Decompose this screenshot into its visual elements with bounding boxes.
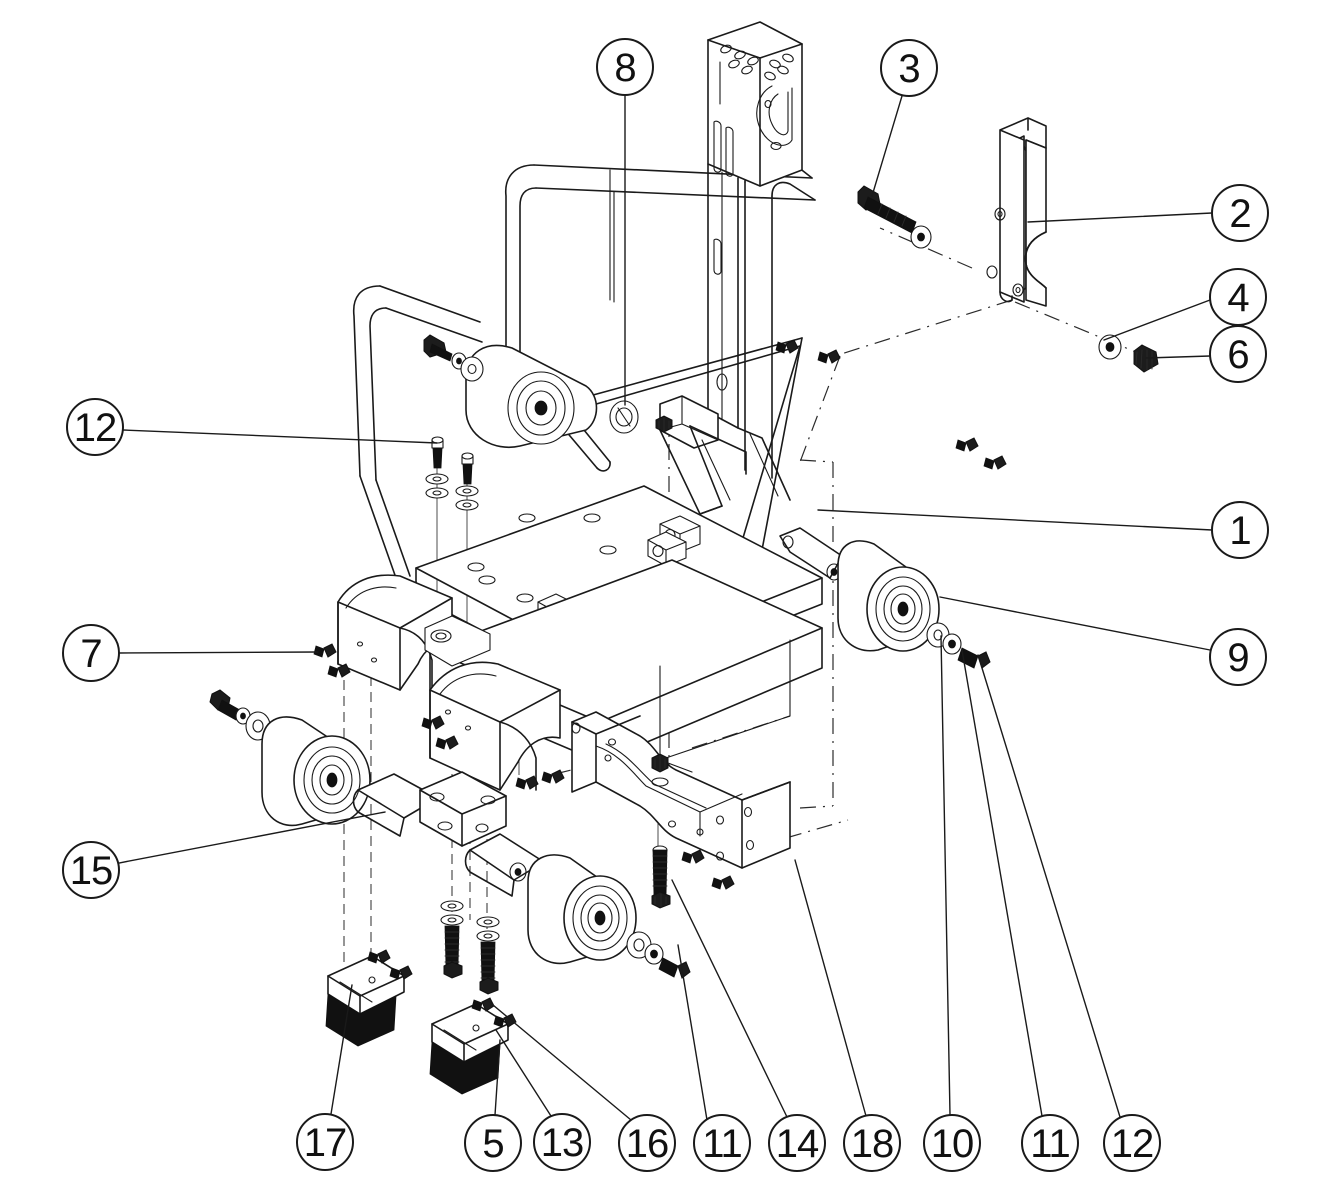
callout-circle-icon <box>596 38 654 96</box>
callout-circle-icon <box>843 1114 901 1172</box>
callout-balloon-17[interactable]: 17 <box>296 1113 354 1171</box>
callout-number: 9 <box>1227 636 1248 680</box>
callout-balloon-16[interactable]: 16 <box>618 1114 676 1172</box>
callout-leader-14 <box>671 879 788 1118</box>
callout-balloon-14[interactable]: 14 <box>768 1114 826 1172</box>
bolt-part3 <box>857 185 932 249</box>
top-sector-plate <box>659 21 803 515</box>
callout-circle-icon <box>1211 501 1269 559</box>
stud-fastener-column <box>440 900 500 995</box>
callout-balloon-3[interactable]: 3 <box>880 39 938 97</box>
callout-leader-13 <box>495 1029 552 1117</box>
callout-leader-2 <box>1027 212 1213 223</box>
callout-circle-icon <box>618 1114 676 1172</box>
support-bracket-part18 <box>571 711 791 869</box>
callout-leader-12 <box>122 429 438 444</box>
callout-balloon-9[interactable]: 9 <box>1209 628 1267 686</box>
callout-number: 8 <box>614 46 635 90</box>
callout-balloon-1[interactable]: 1 <box>1211 501 1269 559</box>
callout-balloon-4[interactable]: 4 <box>1209 268 1267 326</box>
callout-circle-icon <box>1209 325 1267 383</box>
callout-circle-icon <box>923 1114 981 1172</box>
callout-leader-9 <box>939 596 1211 651</box>
callout-balloon-12[interactable]: 12 <box>1103 1114 1161 1172</box>
callout-balloon-11[interactable]: 11 <box>1021 1114 1079 1172</box>
callout-leader-10 <box>940 635 951 1116</box>
callout-number: 11 <box>1030 1122 1070 1166</box>
callout-balloon-2[interactable]: 2 <box>1211 184 1269 242</box>
callout-leader-16 <box>486 999 632 1121</box>
callout-balloon-6[interactable]: 6 <box>1209 325 1267 383</box>
callout-circle-icon <box>693 1114 751 1172</box>
callout-group[interactable]: 8 3 2 4 6 12 1 9 7 15 17 5 13 16 11 14 18 10 11 12 <box>62 38 1269 1172</box>
callout-balloon-18[interactable]: 18 <box>843 1114 901 1172</box>
carriage-bolt-part14 <box>651 845 671 909</box>
callout-circle-icon <box>533 1113 591 1171</box>
squeegee-blade-right-part5 <box>429 997 517 1095</box>
callout-number: 2 <box>1229 192 1250 236</box>
leader-line-group <box>118 94 1213 1121</box>
callout-leader-11 <box>961 649 1043 1117</box>
callout-number: 17 <box>304 1121 347 1165</box>
callout-balloon-11[interactable]: 11 <box>693 1114 751 1172</box>
callout-number: 3 <box>898 47 919 91</box>
callout-leader-18 <box>794 859 867 1117</box>
callout-balloon-8[interactable]: 8 <box>596 38 654 96</box>
callout-balloon-13[interactable]: 13 <box>533 1113 591 1171</box>
callout-number: 4 <box>1227 276 1249 320</box>
callout-balloon-5[interactable]: 5 <box>464 1114 522 1172</box>
callout-circle-icon <box>1209 628 1267 686</box>
callout-number: 1 <box>1229 509 1250 553</box>
callout-circle-icon <box>1211 184 1269 242</box>
callout-number: 15 <box>70 849 113 893</box>
chassis-base-part1 <box>337 527 843 791</box>
callout-circle-icon <box>296 1113 354 1171</box>
callout-number: 5 <box>482 1122 503 1166</box>
callout-leader-6 <box>1145 355 1211 359</box>
callout-number: 16 <box>626 1122 669 1166</box>
callout-circle-icon <box>880 39 938 97</box>
chassis-fastener-cluster <box>313 339 1007 890</box>
callout-leader-1 <box>817 509 1213 531</box>
callout-leader-11 <box>677 944 708 1121</box>
callout-balloon-15[interactable]: 15 <box>62 841 120 899</box>
callout-balloon-10[interactable]: 10 <box>923 1114 981 1172</box>
callout-leader-5 <box>494 1039 501 1116</box>
callout-number: 7 <box>80 632 101 676</box>
wheel-right-part9 <box>837 540 991 669</box>
squeegee-blade-left-part17 <box>325 949 413 1047</box>
callout-circle-icon <box>768 1114 826 1172</box>
callout-balloon-12[interactable]: 12 <box>66 398 124 456</box>
callout-number: 12 <box>1111 1122 1154 1166</box>
callout-number: 13 <box>541 1121 584 1165</box>
callout-circle-icon <box>62 624 120 682</box>
callout-leader-4 <box>1103 299 1211 341</box>
pivot-housing <box>423 334 598 448</box>
callout-circle-icon <box>66 398 124 456</box>
callout-circle-icon <box>464 1114 522 1172</box>
callout-number: 12 <box>74 406 117 450</box>
washer-nut-parts-4-6 <box>1098 334 1159 373</box>
callout-circle-icon <box>1021 1114 1079 1172</box>
callout-leader-12 <box>977 654 1121 1118</box>
callout-number: 18 <box>851 1122 894 1166</box>
callout-circle-icon <box>62 841 120 899</box>
callout-circle-icon <box>1103 1114 1161 1172</box>
mounting-bracket-part2 <box>986 117 1047 307</box>
wheel-left-and-axle <box>209 689 691 979</box>
callout-leader-17 <box>330 984 353 1115</box>
callout-leader-7 <box>118 651 319 654</box>
callout-balloon-7[interactable]: 7 <box>62 624 120 682</box>
bushing-part8 <box>609 400 639 434</box>
callout-number: 6 <box>1227 333 1248 377</box>
callout-number: 11 <box>702 1122 742 1166</box>
callout-number: 14 <box>776 1122 819 1166</box>
callout-leader-15 <box>118 811 386 864</box>
callout-leader-3 <box>871 95 903 197</box>
callout-number: 10 <box>931 1122 974 1166</box>
